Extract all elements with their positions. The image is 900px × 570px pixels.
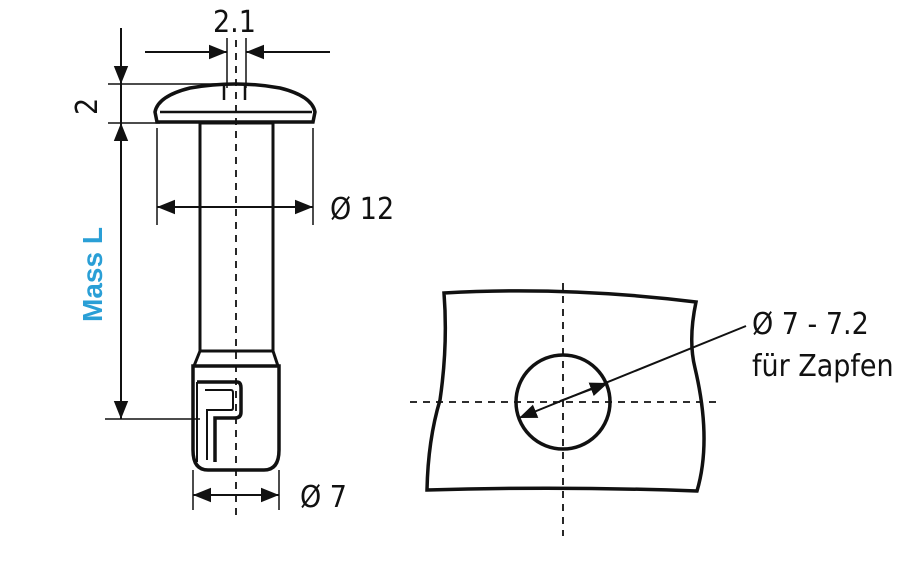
slot-width-dimension: 2.1 — [213, 5, 256, 40]
hole-diameter-dimension: Ø 7 - 7.2 — [752, 307, 869, 342]
mounting-hole — [514, 353, 612, 451]
length-label: Mass L — [77, 227, 108, 322]
spring-clip — [197, 380, 243, 462]
pin-diameter-dimension: Ø 7 — [300, 480, 347, 515]
head-diameter-dimension: Ø 12 — [330, 192, 394, 227]
panel-outline — [425, 289, 706, 493]
head-height-dimension: 2 — [70, 98, 105, 115]
pin-tip — [191, 364, 281, 472]
hole-drawing: Ø 7 - 7.2 für Zapfen — [410, 283, 894, 536]
hole-note: für Zapfen — [752, 349, 894, 384]
pin-drawing: 2.1 2 Mass L Ø 12 Ø 7 — [70, 5, 394, 520]
pin-head — [153, 82, 317, 124]
